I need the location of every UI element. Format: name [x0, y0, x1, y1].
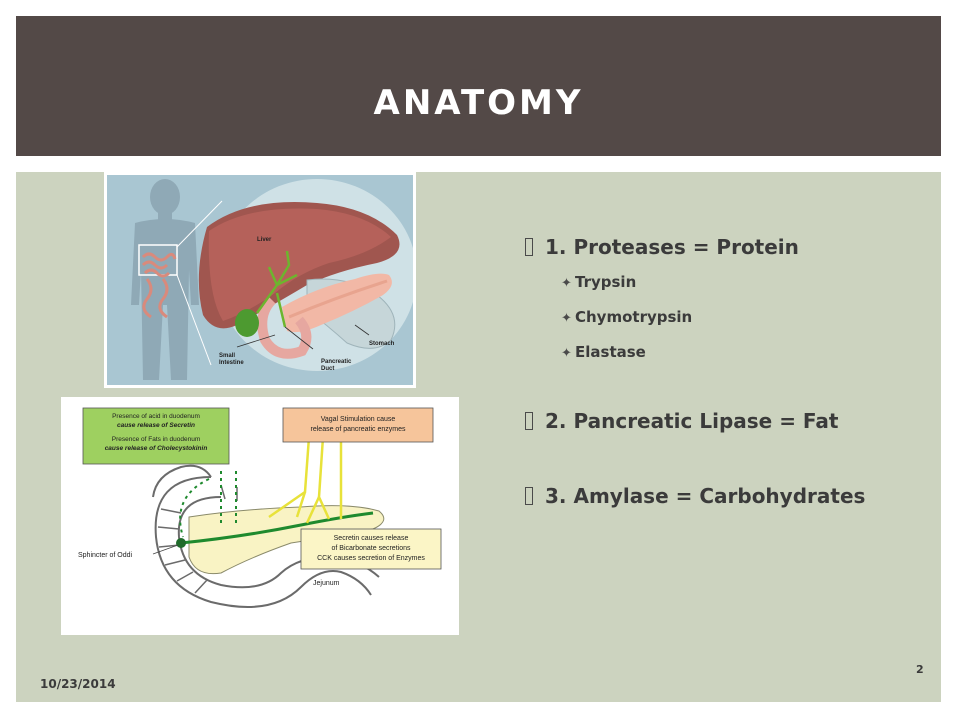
- slide-date: 10/23/2014: [40, 677, 116, 691]
- bullet-lipase: 2. Pancreatic Lipase = Fat: [525, 409, 838, 433]
- sub-bullet-elastase: ✦Elastase: [561, 343, 646, 361]
- bullet-text: 3. Amylase = Carbohydrates: [545, 484, 866, 508]
- lower-box-line-3: CCK causes secretion of Enzymes: [317, 555, 425, 562]
- bullet-amylase: 3. Amylase = Carbohydrates: [525, 484, 865, 508]
- green-box-line-3: Presence of Fats in duodenum: [112, 436, 201, 443]
- title-bar: ANATOMY: [16, 16, 941, 156]
- bullet-box-icon: [525, 238, 533, 256]
- sub-bullet-text: Trypsin: [575, 273, 637, 291]
- lower-box-line-2: of Bicarbonate secretions: [332, 545, 411, 552]
- bullet-text: 2. Pancreatic Lipase = Fat: [545, 409, 839, 433]
- slide-page-number: 2: [916, 663, 924, 676]
- bullet-box-icon: [525, 487, 533, 505]
- stomach-label: Stomach: [369, 341, 395, 347]
- regulation-diagram: Presence of acid in duodenum cause relea…: [61, 397, 459, 635]
- green-box-line-2: cause release of Secretin: [117, 422, 195, 429]
- sub-bullet-text: Elastase: [575, 343, 646, 361]
- liver-label: Liver: [257, 237, 272, 243]
- anatomy-illustration: Liver Stomach Small Intestine Pancreatic…: [107, 175, 413, 385]
- orange-box-line-2: release of pancreatic enzymes: [311, 426, 406, 433]
- sphincter-label: Sphincter of Oddi: [78, 552, 133, 559]
- bullet-proteases: 1. Proteases = Protein: [525, 235, 799, 259]
- sub-bullet-chymotrypsin: ✦Chymotrypsin: [561, 308, 692, 326]
- bullet-text: 1. Proteases = Protein: [545, 235, 799, 259]
- green-box-line-1: Presence of acid in duodenum: [112, 413, 200, 420]
- pancreatic-duct-label-1: Pancreatic: [321, 359, 352, 365]
- slide-title: ANATOMY: [373, 83, 584, 123]
- star-bullet-icon: ✦: [561, 276, 572, 291]
- anatomy-image: Liver Stomach Small Intestine Pancreatic…: [104, 172, 416, 388]
- sub-bullet-text: Chymotrypsin: [575, 308, 693, 326]
- jejunum-label: Jejunum: [313, 580, 340, 587]
- regulation-diagram-image: Presence of acid in duodenum cause relea…: [61, 397, 459, 635]
- sub-bullet-trypsin: ✦Trypsin: [561, 273, 636, 291]
- small-intestine-label-2: Intestine: [219, 360, 244, 366]
- star-bullet-icon: ✦: [561, 311, 572, 326]
- green-box-line-4: cause release of Cholecystokinin: [105, 445, 208, 452]
- star-bullet-icon: ✦: [561, 346, 572, 361]
- orange-box-line-1: Vagal Stimulation cause: [321, 416, 396, 423]
- small-intestine-label-1: Small: [219, 353, 235, 359]
- lower-box-line-1: Secretin causes release: [334, 535, 409, 542]
- bullet-box-icon: [525, 412, 533, 430]
- pancreatic-duct-label-2: Duct: [321, 366, 334, 372]
